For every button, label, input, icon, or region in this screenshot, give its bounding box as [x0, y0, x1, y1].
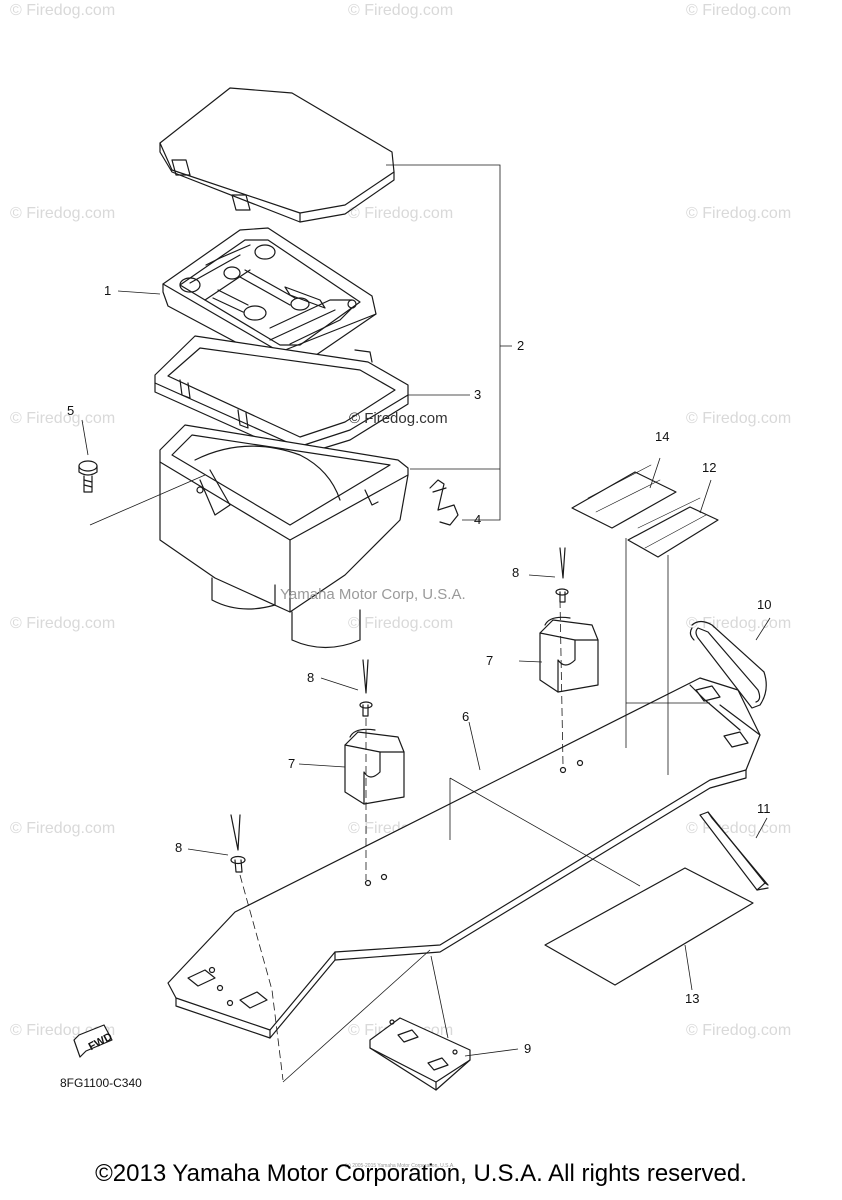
footer-copyright: ©2013 Yamaha Motor Corporation, U.S.A. A… — [95, 1160, 747, 1187]
label-part-12 — [627, 497, 719, 558]
watermark: © Firedog.com — [686, 1022, 792, 1039]
rivet-part-3 — [230, 814, 246, 873]
callout-8-lower: 8 — [175, 840, 183, 855]
watermark: © Firedog.com — [10, 615, 116, 632]
callout-9: 9 — [524, 1041, 532, 1056]
callout-8-upper: 8 — [512, 565, 520, 580]
callout-2: 2 — [517, 338, 525, 353]
watermark: © Firedog.com — [10, 205, 116, 222]
rivet-part-1 — [555, 547, 569, 603]
yamaha-inline-watermark: Yamaha Motor Corp, U.S.A. — [280, 586, 466, 603]
watermark: © Firedog.com — [348, 205, 454, 222]
diagram-code: 8FG1100-C340 — [60, 1076, 142, 1090]
watermark: © Firedog.com — [10, 2, 116, 19]
bracket-part-upper — [539, 616, 599, 693]
rivet-part-2 — [359, 659, 373, 717]
callout-3: 3 — [474, 387, 482, 402]
callout-8-middle: 8 — [307, 670, 315, 685]
callout-1: 1 — [104, 283, 112, 298]
fwd-arrow — [73, 1024, 113, 1058]
callout-12: 12 — [702, 460, 717, 475]
pad-part — [544, 867, 754, 986]
foam-strip-part — [699, 811, 769, 891]
wire-loop-part — [689, 620, 767, 709]
callout-5: 5 — [67, 403, 75, 418]
clip-part — [429, 479, 459, 526]
storage-box-part — [159, 424, 409, 649]
watermark: © Firedog.com — [686, 410, 792, 427]
lid-part — [159, 87, 395, 223]
watermark: © Firedog.com — [10, 410, 116, 427]
callout-4: 4 — [474, 512, 482, 527]
base-plate-part — [167, 677, 761, 1039]
callout-10: 10 — [757, 597, 772, 612]
callout-11: 11 — [757, 801, 771, 816]
watermark: © Firedog.com — [686, 2, 792, 19]
callout-7-lower: 7 — [288, 756, 296, 771]
callout-13: 13 — [685, 991, 700, 1006]
watermark: © Firedog.com — [10, 820, 116, 837]
small-plate-part — [369, 1017, 471, 1091]
watermark: © Firedog.com — [686, 205, 792, 222]
bracket-part-lower — [344, 728, 405, 805]
watermark: © Firedog.com — [686, 615, 792, 632]
callout-7-upper: 7 — [486, 653, 494, 668]
callout-6: 6 — [462, 709, 470, 724]
small-copyright: (c) 2005-2015 Yamaha Motor Corporation, … — [345, 1163, 455, 1169]
screw-part — [78, 460, 98, 493]
leader-lines — [81, 164, 771, 1083]
watermark: © Firedog.com — [348, 2, 454, 19]
label-part-14 — [571, 464, 677, 529]
firedog-inline-watermark: © Firedog.com — [349, 410, 448, 427]
callout-14: 14 — [655, 429, 670, 444]
watermark: © Firedog.com — [348, 615, 454, 632]
